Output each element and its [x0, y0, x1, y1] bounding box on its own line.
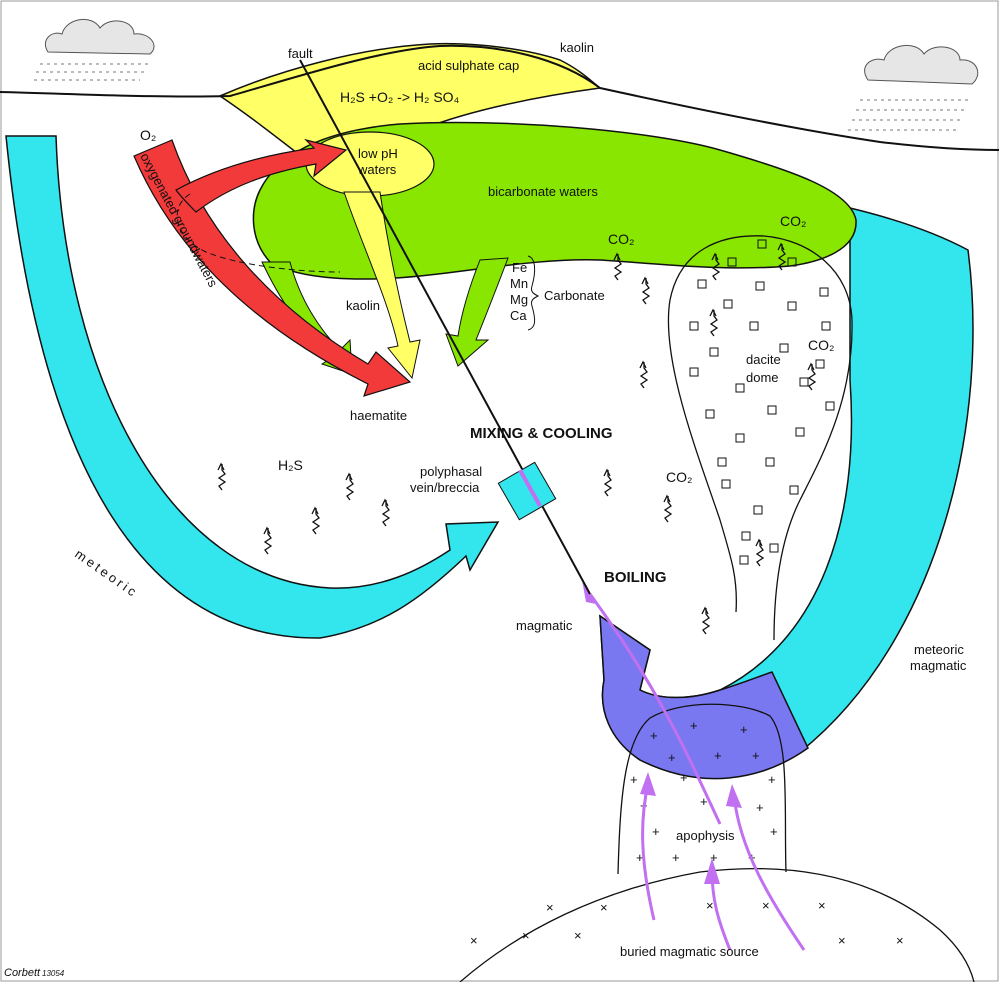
label-mixing-cooling: MIXING & COOLING — [470, 425, 613, 442]
svg-text:+: + — [672, 850, 680, 865]
label-kaolin-top: kaolin — [560, 40, 594, 55]
svg-text:+: + — [768, 772, 776, 787]
label-co2-a: CO₂ — [608, 231, 634, 247]
magmatic-mix-zone — [599, 614, 809, 780]
label-kaolin-mid: kaolin — [346, 298, 380, 313]
svg-text:+: + — [630, 772, 638, 787]
apophysis — [617, 703, 787, 875]
svg-text:+: + — [636, 850, 644, 865]
svg-text:×: × — [706, 898, 714, 913]
label-boiling: BOILING — [604, 569, 667, 586]
svg-text:×: × — [818, 898, 826, 913]
label-buried-magmatic-source: buried magmatic source — [620, 944, 759, 959]
buried-magmatic-source — [459, 867, 975, 983]
label-fault: fault — [288, 46, 313, 61]
svg-text:+: + — [756, 800, 764, 815]
polyphasal-vein-breccia — [497, 461, 557, 521]
label-acid-sulphate-cap: acid sulphate cap — [418, 58, 519, 73]
credit-author: Corbett — [4, 967, 41, 979]
svg-text:+: + — [680, 770, 688, 785]
oxygenated-groundwater-arrow — [133, 139, 412, 397]
label-co2-c: CO₂ — [808, 337, 834, 353]
label-low-ph-2: waters — [357, 162, 397, 177]
label-o2: O₂ — [140, 127, 156, 143]
dacite-dome — [667, 235, 853, 641]
svg-text:×: × — [600, 900, 608, 915]
svg-text:+: + — [650, 728, 658, 743]
svg-text:×: × — [470, 933, 478, 948]
svg-text:+: + — [668, 750, 676, 765]
gas-bubble-icons — [217, 242, 817, 635]
vein-fill — [518, 469, 542, 507]
label-apophysis: apophysis — [676, 828, 735, 843]
label-co2-d: CO₂ — [666, 469, 692, 485]
redox-dashed-boundary — [176, 193, 341, 273]
label-meteoric: meteoric — [72, 546, 141, 601]
label-bicarbonate-waters: bicarbonate waters — [488, 184, 598, 199]
label-ca: Ca — [510, 308, 527, 323]
ground-surface — [0, 44, 999, 151]
svg-text:×: × — [762, 898, 770, 913]
svg-text:+: + — [752, 748, 760, 763]
label-dacite-2: dome — [746, 370, 779, 385]
bicarbonate-arrow-right — [445, 257, 509, 367]
label-meteoric-magmatic-2: magmatic — [910, 658, 967, 673]
label-fe: Fe — [512, 260, 527, 275]
svg-text:+: + — [710, 850, 718, 865]
label-mn: Mn — [510, 276, 528, 291]
label-meteoric-magmatic-1: meteoric — [914, 642, 964, 657]
label-reaction: H₂S +O₂ -> H₂ SO₄ — [340, 89, 460, 105]
label-low-ph-1: low pH — [358, 146, 398, 161]
svg-text:+: + — [690, 718, 698, 733]
svg-text:×: × — [896, 933, 904, 948]
svg-text:+: + — [770, 824, 778, 839]
label-polyphasal-1: polyphasal — [420, 464, 482, 479]
oxygenated-branch — [175, 138, 348, 213]
cloud-left-icon — [34, 19, 155, 81]
svg-text:+: + — [714, 748, 722, 763]
label-dacite-1: dacite — [746, 352, 781, 367]
kaolin-arrow — [343, 191, 421, 380]
carbonate-brace — [527, 255, 540, 331]
svg-text:+: + — [652, 824, 660, 839]
meteoric-left-arrow — [5, 135, 500, 639]
svg-text:×: × — [522, 928, 530, 943]
svg-text:×: × — [546, 900, 554, 915]
source-crosses: × × × × × × × × × × — [470, 898, 904, 948]
svg-text:+: + — [740, 722, 748, 737]
credit-number: 13054 — [42, 969, 65, 978]
label-mg: Mg — [510, 292, 528, 307]
svg-text:×: × — [838, 933, 846, 948]
cloud-right-icon — [848, 45, 979, 131]
svg-text:×: × — [574, 928, 582, 943]
label-carbonate: Carbonate — [544, 288, 605, 303]
svg-text:+: + — [700, 794, 708, 809]
label-co2-b: CO₂ — [780, 213, 806, 229]
label-polyphasal-2: vein/breccia — [410, 480, 480, 495]
magmatic-fluid-arrows — [588, 593, 806, 951]
dacite-clasts — [689, 239, 835, 565]
label-magmatic: magmatic — [516, 618, 573, 633]
label-haematite: haematite — [350, 408, 407, 423]
label-h2s: H₂S — [278, 457, 303, 473]
